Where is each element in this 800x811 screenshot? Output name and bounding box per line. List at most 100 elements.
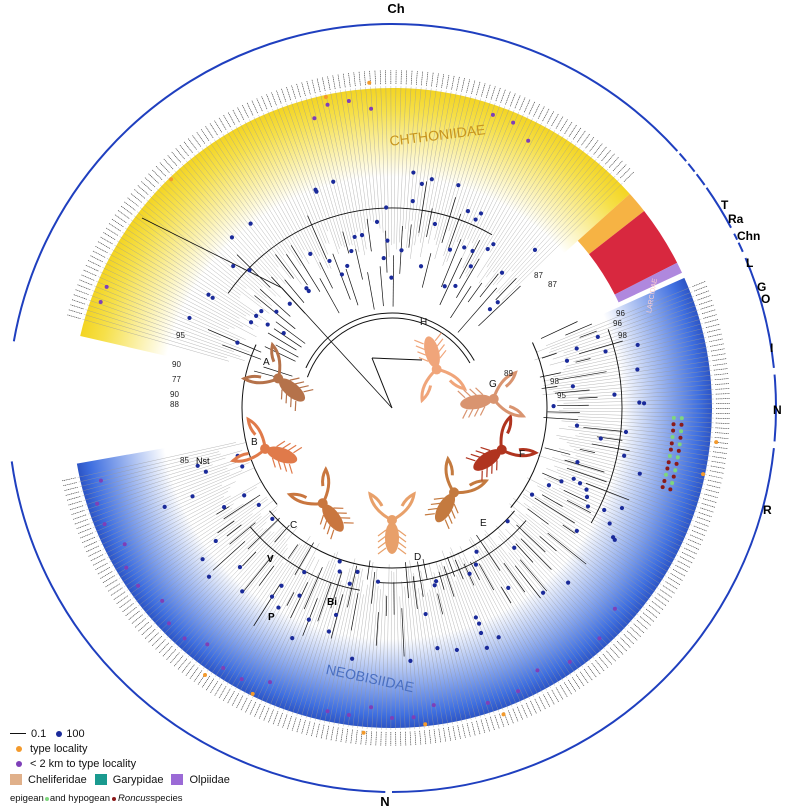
bootstrap-dot — [603, 349, 608, 354]
type-locality-label: type locality — [30, 742, 88, 755]
tip-line — [226, 131, 303, 259]
tip-line — [515, 543, 609, 647]
locality-dots — [95, 80, 719, 735]
tip-label — [495, 87, 501, 102]
tip-line — [380, 86, 387, 236]
bootstrap-dots — [162, 170, 647, 663]
tip-line — [347, 584, 368, 728]
specimen-head — [260, 443, 271, 454]
tip-line — [109, 495, 231, 563]
tip-label — [170, 652, 180, 664]
specimen-head — [317, 498, 328, 509]
tip-label — [585, 136, 595, 149]
bootstrap-dot — [434, 579, 439, 584]
tip-label — [436, 73, 439, 88]
tip-line — [487, 132, 560, 252]
bootstrap-dot — [478, 630, 484, 636]
branch — [542, 472, 562, 482]
tip-label — [563, 682, 572, 695]
bootstrap-dot — [206, 292, 211, 297]
bootstrap-dot — [432, 221, 438, 227]
bootstrap-dot — [254, 313, 259, 318]
tip-label — [327, 76, 331, 91]
roncus-dot — [673, 468, 678, 473]
near-type-dot — [104, 284, 109, 289]
tip-line — [484, 545, 572, 676]
tip-label — [645, 608, 658, 618]
near-type-dot — [526, 138, 531, 143]
specimen-leg — [436, 338, 444, 347]
tip-line — [549, 323, 703, 366]
branch — [273, 328, 302, 348]
tip-line — [265, 579, 319, 705]
tip-line — [88, 299, 235, 352]
bootstrap-dot — [540, 590, 546, 595]
tip-label — [698, 299, 713, 305]
tip-label — [710, 348, 725, 352]
tip-line — [126, 499, 259, 591]
specimen-pedipalp — [458, 479, 490, 495]
tip-label — [620, 167, 631, 179]
tip-label — [709, 470, 724, 474]
tip-line — [461, 111, 520, 246]
tip-line — [178, 167, 279, 280]
tip-label — [709, 338, 723, 343]
photo-label-h: H — [420, 317, 427, 328]
tip-line — [86, 304, 241, 357]
near-type-dot — [98, 299, 103, 304]
clade-arc — [10, 461, 386, 793]
bootstrap-dot — [595, 334, 600, 339]
tip-label — [667, 577, 681, 586]
branch — [541, 494, 563, 507]
tip-label — [205, 125, 214, 138]
bootstrap-dot — [473, 562, 479, 567]
hypogean-dot-icon — [112, 796, 117, 801]
tip-label — [192, 135, 201, 147]
bootstrap-dot-icon — [56, 730, 63, 737]
olpiidae-label: Olpiidae — [189, 773, 230, 786]
specimen-leg — [414, 339, 424, 345]
bootstrap-dot — [410, 198, 415, 204]
tip-line — [450, 547, 517, 706]
branch — [286, 592, 295, 606]
tip-label — [105, 579, 118, 588]
tip-label — [616, 164, 627, 175]
bootstrap-dot — [190, 494, 195, 499]
tip-label — [141, 181, 152, 192]
tip-line — [492, 159, 597, 286]
tip-line — [505, 528, 613, 644]
specimen-head — [449, 487, 459, 498]
tip-line — [116, 240, 259, 327]
specimen-pedipalp — [240, 374, 275, 385]
support-value: 87 — [548, 280, 557, 289]
bootstrap-dot — [564, 358, 570, 363]
tip-label — [86, 545, 99, 553]
roncus-dot — [670, 481, 675, 486]
tip-label — [681, 552, 695, 559]
bootstrap-dot — [206, 574, 212, 579]
tip-line — [174, 170, 285, 291]
near-type-dot — [182, 636, 187, 641]
tip-label — [512, 708, 519, 722]
bootstrap-dot — [454, 647, 459, 653]
bootstrap-dot — [231, 263, 236, 269]
tip-label — [705, 323, 720, 328]
tip-line — [177, 528, 284, 648]
bootstrap-dot — [637, 471, 642, 476]
near-type-dot — [325, 709, 330, 714]
roncus-dot — [679, 416, 684, 421]
tip-line — [429, 92, 457, 223]
branch — [287, 544, 299, 559]
tip-line — [568, 418, 714, 428]
tip-line — [478, 130, 556, 261]
bootstrap-dot — [622, 453, 627, 458]
tip-line — [486, 140, 573, 268]
tip-label — [64, 486, 78, 491]
bootstrap-dot — [347, 581, 352, 586]
bootstrap-dot — [641, 401, 647, 406]
bootstrap-dot — [465, 209, 471, 214]
bootstrap-dot — [496, 635, 501, 640]
tip-line — [459, 116, 529, 264]
tip-label — [462, 724, 466, 738]
near-type-dot — [160, 598, 165, 603]
